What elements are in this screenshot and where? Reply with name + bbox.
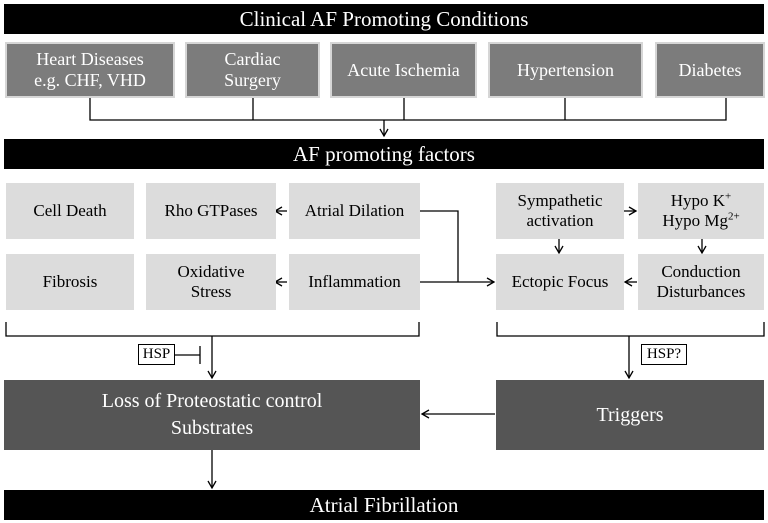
factor-fibrosis: Fibrosis [6, 254, 134, 310]
left-bracket [5, 322, 420, 337]
hypo-mg-label: Hypo Mg2+ [662, 210, 740, 230]
condition-acute-ischemia: Acute Ischemia [330, 42, 477, 98]
condition-label: Cardiac [224, 49, 281, 70]
condition-heart-diseases: Heart Diseases e.g. CHF, VHD [5, 42, 175, 98]
right-bracket [496, 322, 765, 337]
clinical-conditions-header: Clinical AF Promoting Conditions [4, 4, 764, 34]
factor-hypo-k-mg: Hypo K+ Hypo Mg2+ [638, 183, 764, 239]
triggers-box: Triggers [496, 380, 764, 450]
factor-rho-gtpases: Rho GTPases [146, 183, 276, 239]
condition-label: Diabetes [678, 59, 742, 80]
atrial-fibrillation-bar: Atrial Fibrillation [4, 490, 764, 520]
factor-cell-death: Cell Death [6, 183, 134, 239]
af-promoting-factors-title: AF promoting factors [293, 141, 475, 166]
loss-of-proteostatic-control-box: Loss of Proteostatic control Substrates [4, 380, 420, 450]
factor-oxidative-stress: Oxidative Stress [146, 254, 276, 310]
hypo-k-label: Hypo K+ [670, 190, 732, 211]
condition-label: Heart Diseases [36, 49, 144, 70]
condition-label: Hypertension [517, 59, 614, 80]
condition-diabetes: Diabetes [655, 42, 765, 98]
dilation-to-ectopic-line [420, 210, 459, 282]
condition-label: e.g. CHF, VHD [34, 70, 146, 90]
condition-cardiac-surgery: Cardiac Surgery [185, 42, 320, 98]
condition-label: Acute Ischemia [347, 59, 460, 80]
condition-hypertension: Hypertension [488, 42, 643, 98]
hsp-question-label: HSP? [641, 344, 687, 365]
conditions-bracket [89, 98, 727, 121]
condition-label: Surgery [224, 70, 281, 90]
atrial-fibrillation-title: Atrial Fibrillation [309, 492, 459, 517]
factor-sympathetic-activation: Sympathetic activation [496, 183, 624, 239]
hsp-label: HSP [138, 344, 175, 365]
clinical-conditions-title: Clinical AF Promoting Conditions [239, 6, 529, 31]
af-promoting-factors-bar: AF promoting factors [4, 139, 764, 169]
factor-atrial-dilation: Atrial Dilation [289, 183, 420, 239]
factor-ectopic-focus: Ectopic Focus [496, 254, 624, 310]
factor-conduction-disturbances: Conduction Disturbances [638, 254, 764, 310]
factor-inflammation: Inflammation [289, 254, 420, 310]
